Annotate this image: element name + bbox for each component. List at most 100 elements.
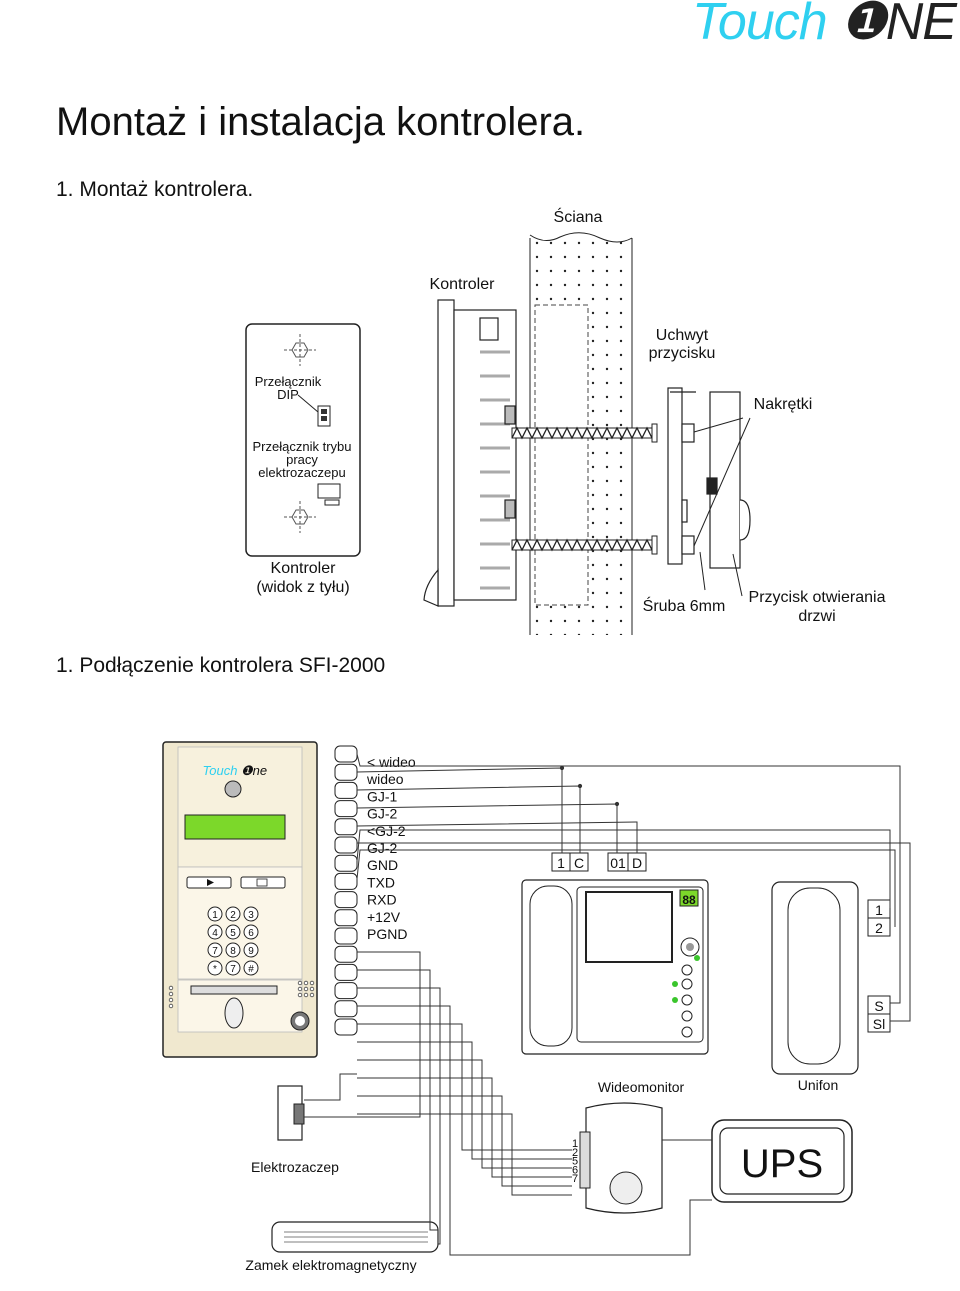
terminal-slot [334,818,358,836]
terminal-label: GJ-1 [367,788,398,804]
brand-one: ❶NE [840,0,957,51]
label-unifon: Unifon [798,1077,838,1093]
keypad-key-label: * [213,964,217,975]
terminal-slot [334,781,358,799]
label-nuts: Nakrętki [754,396,813,413]
section-1-heading: 1. Montaż kontrolera. [56,178,254,201]
terminal-slot [334,836,358,854]
keypad-key-label: 3 [248,910,254,921]
terminal-slot [334,800,358,818]
keypad-key [207,906,223,922]
unifon [771,881,891,1075]
mount-hole-top [284,334,316,366]
controller-side [423,299,517,607]
terminal-slot [334,1018,358,1036]
terminal-block: < wideowideoGJ-1GJ-2<GJ-2GJ-2GNDTXDRXD+1… [334,745,416,1036]
terminal-label: PGND [367,926,407,942]
keypad-key [243,906,259,922]
keypad-key [207,960,223,976]
terminal-slot [334,872,358,890]
label-button-holder-1: Uchwyt [656,327,709,344]
door-panel [162,741,318,1058]
keypad-key [225,960,241,976]
unifon-term-s: S [874,998,883,1014]
terminal-label: < wideo [367,754,416,770]
keypad-key [207,924,223,940]
monitor-term-1: 1 [557,855,565,871]
keypad-key-label: 2 [230,910,236,921]
terminal-slot [334,891,358,909]
power-supply [579,1102,663,1214]
keypad-key [225,906,241,922]
ups-box [711,1119,853,1203]
terminal-slot [334,909,358,927]
unifon-term-2: 2 [875,920,883,936]
terminal-label: GJ-2 [367,806,398,822]
label-button-holder-2: przycisku [649,345,716,362]
screw-bottom [511,535,658,555]
keypad-key [243,924,259,940]
terminal-slot [334,1000,358,1018]
monitor-display: 88 [682,893,696,907]
keypad-key [225,924,241,940]
terminal-label: GJ-2 [367,840,398,856]
label-dip-2: DIP [277,387,299,402]
keypad-key-label: 5 [230,928,236,939]
terminal-label: GND [367,857,398,873]
terminal-label: <GJ-2 [367,823,406,839]
psu-terminal-label: 1 [572,1138,578,1150]
monitor-term-c: C [574,855,584,871]
psu-terminal-label: 7 [572,1173,578,1185]
terminal-slot [334,963,358,981]
monitor-term-01: 01 [610,855,626,871]
unifon-term-sl: Sl [873,1016,885,1032]
psu-terminal-label: 6 [572,1164,578,1176]
keypad-key-label: 4 [212,928,218,939]
keypad-key [243,960,259,976]
label-maglock: Zamek elektromagnetyczny [245,1257,416,1273]
label-door-button-1: Przycisk otwierania [749,589,886,606]
psu-terminal-label: 2 [572,1147,578,1159]
play-icon [207,879,214,886]
brand-logo: Touch ❶NE [691,0,957,52]
terminal-label: TXD [367,874,395,890]
label-back-view-1: Kontroler [271,560,337,577]
label-mode-3: elektrozaczepu [258,465,345,480]
keypad-key-label: 7 [212,946,218,957]
terminal-slot [334,982,358,1000]
label-mode-1: Przełącznik trybu [253,439,352,454]
keypad-key [225,942,241,958]
magnetic-lock [271,1221,439,1253]
brand-touch: Touch [691,0,828,51]
label-strike: Elektrozaczep [251,1159,339,1175]
label-dip-1: Przełącznik [255,374,322,389]
screw-top [511,423,658,443]
card-icon [256,878,268,887]
keypad-key-label: 8 [230,946,236,957]
terminal-slot [334,945,358,963]
label-back-view-2: (widok z tyłu) [256,579,349,596]
panel-brand-touch: Touch [203,763,238,778]
keypad-key-label: # [248,964,254,975]
label-mode-2: pracy [286,452,318,467]
panel-brand-one: ❶ne [241,763,267,778]
label-controller: Kontroler [430,276,496,293]
keypad-key-label: 9 [248,946,254,957]
page-title: Montaż i instalacja kontrolera. [56,100,586,144]
videomonitor [521,852,709,1055]
psu-terminal-label: 5 [572,1156,578,1168]
terminal-label: wideo [366,771,404,787]
keypad-key-label: 6 [248,928,254,939]
ups-label: UPS [741,1142,823,1186]
terminal-slot [334,927,358,945]
button-holder [667,387,751,569]
label-videomonitor: Wideomonitor [598,1079,685,1095]
keypad-key [207,942,223,958]
terminal-slot [334,763,358,781]
label-door-button-2: drzwi [798,608,835,625]
mount-hole-bottom [284,501,316,533]
wiring [304,753,911,1256]
